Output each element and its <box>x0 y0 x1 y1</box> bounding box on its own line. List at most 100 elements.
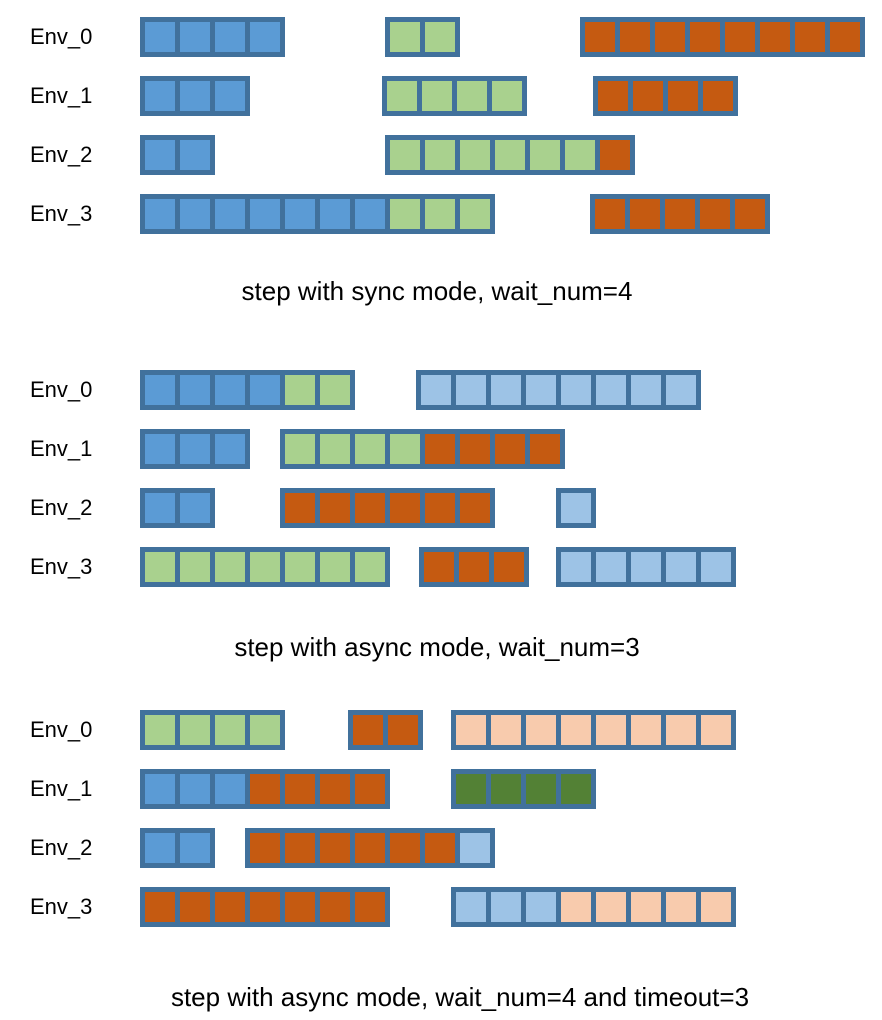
step-block <box>590 194 770 234</box>
step-cell-green <box>460 140 490 170</box>
step-block <box>140 887 390 927</box>
env-label: Env_0 <box>30 24 93 49</box>
step-cell-blue <box>180 833 210 863</box>
async-wait3-row-env_0: Env_0 <box>0 370 882 410</box>
step-cell-lightblue <box>456 375 486 405</box>
step-cell-peach <box>561 715 591 745</box>
step-cell-green <box>425 140 455 170</box>
panel-caption-async-wait3: step with async mode, wait_num=3 <box>234 632 640 662</box>
step-cell-peach <box>631 892 661 922</box>
step-cell-darkgreen <box>456 774 486 804</box>
step-cell-lightblue <box>596 375 626 405</box>
step-cell-orange <box>735 199 765 229</box>
sync-wait4-row-env_3: Env_3 <box>0 194 882 234</box>
async-wait4-timeout3-row-env_3: Env_3 <box>0 887 882 927</box>
step-cell-peach <box>526 715 556 745</box>
step-cell-green <box>387 81 417 111</box>
step-block <box>556 488 596 528</box>
step-cell-green <box>425 22 455 52</box>
step-block <box>140 135 215 175</box>
step-cell-green <box>145 715 175 745</box>
step-cell-orange <box>665 199 695 229</box>
step-block <box>140 76 250 116</box>
step-cell-blue <box>180 199 210 229</box>
step-cell-green <box>492 81 522 111</box>
env-label: Env_0 <box>30 717 93 742</box>
step-cell-green <box>355 552 385 582</box>
env-label: Env_3 <box>30 554 93 579</box>
step-block <box>556 547 736 587</box>
step-block <box>385 135 635 175</box>
env-label: Env_1 <box>30 776 93 801</box>
step-cell-peach <box>491 715 521 745</box>
step-cell-green <box>565 140 595 170</box>
step-cell-green <box>460 199 490 229</box>
step-cell-orange <box>460 434 490 464</box>
step-cell-darkgreen <box>561 774 591 804</box>
sync-wait4-row-env_2: Env_2 <box>0 135 882 175</box>
step-cell-peach <box>666 892 696 922</box>
step-cell-orange <box>595 199 625 229</box>
step-cell-orange <box>320 833 350 863</box>
step-cell-blue <box>180 375 210 405</box>
step-cell-orange <box>725 22 755 52</box>
step-cell-green <box>285 552 315 582</box>
step-cell-orange <box>585 22 615 52</box>
step-cell-green <box>422 81 452 111</box>
step-cell-peach <box>596 892 626 922</box>
step-cell-blue <box>145 493 175 523</box>
step-cell-orange <box>460 493 490 523</box>
step-cell-green <box>145 552 175 582</box>
step-cell-blue <box>320 199 350 229</box>
step-cell-orange <box>703 81 733 111</box>
step-cell-orange <box>250 774 280 804</box>
step-cell-orange <box>620 22 650 52</box>
step-cell-peach <box>456 715 486 745</box>
step-cell-orange <box>760 22 790 52</box>
step-cell-green <box>180 552 210 582</box>
panel-caption-async-wait4-timeout3: step with async mode, wait_num=4 and tim… <box>170 982 750 1012</box>
step-cell-orange <box>388 715 418 745</box>
step-cell-orange <box>494 552 524 582</box>
step-block <box>140 769 390 809</box>
step-cell-blue <box>180 774 210 804</box>
step-block <box>419 547 529 587</box>
step-block <box>140 710 285 750</box>
step-cell-blue <box>145 140 175 170</box>
step-cell-orange <box>668 81 698 111</box>
step-block <box>451 887 736 927</box>
step-cell-green <box>390 140 420 170</box>
env-label: Env_1 <box>30 436 93 461</box>
step-block <box>140 547 390 587</box>
env-label: Env_2 <box>30 142 93 167</box>
step-cell-darkgreen <box>526 774 556 804</box>
step-cell-green <box>250 715 280 745</box>
step-cell-orange <box>630 199 660 229</box>
step-block <box>451 769 596 809</box>
step-block <box>348 710 423 750</box>
step-cell-blue <box>215 774 245 804</box>
sync-wait4-row-env_1: Env_1 <box>0 76 882 116</box>
step-cell-blue <box>145 81 175 111</box>
step-cell-orange <box>425 434 455 464</box>
step-cell-peach <box>666 715 696 745</box>
env-label: Env_3 <box>30 201 93 226</box>
step-block <box>416 370 701 410</box>
step-cell-orange <box>425 493 455 523</box>
env-label: Env_3 <box>30 894 93 919</box>
step-cell-orange <box>424 552 454 582</box>
step-cell-orange <box>250 833 280 863</box>
step-cell-peach <box>701 892 731 922</box>
step-cell-green <box>285 434 315 464</box>
step-block <box>593 76 738 116</box>
step-cell-blue <box>215 375 245 405</box>
env-label: Env_1 <box>30 83 93 108</box>
step-cell-blue <box>145 774 175 804</box>
async-wait4-timeout3-row-env_0: Env_0 <box>0 710 882 750</box>
step-cell-orange <box>459 552 489 582</box>
step-cell-green <box>495 140 525 170</box>
step-cell-lightblue <box>666 375 696 405</box>
step-cell-lightblue <box>561 493 591 523</box>
step-cell-green <box>390 199 420 229</box>
step-cell-lightblue <box>526 375 556 405</box>
